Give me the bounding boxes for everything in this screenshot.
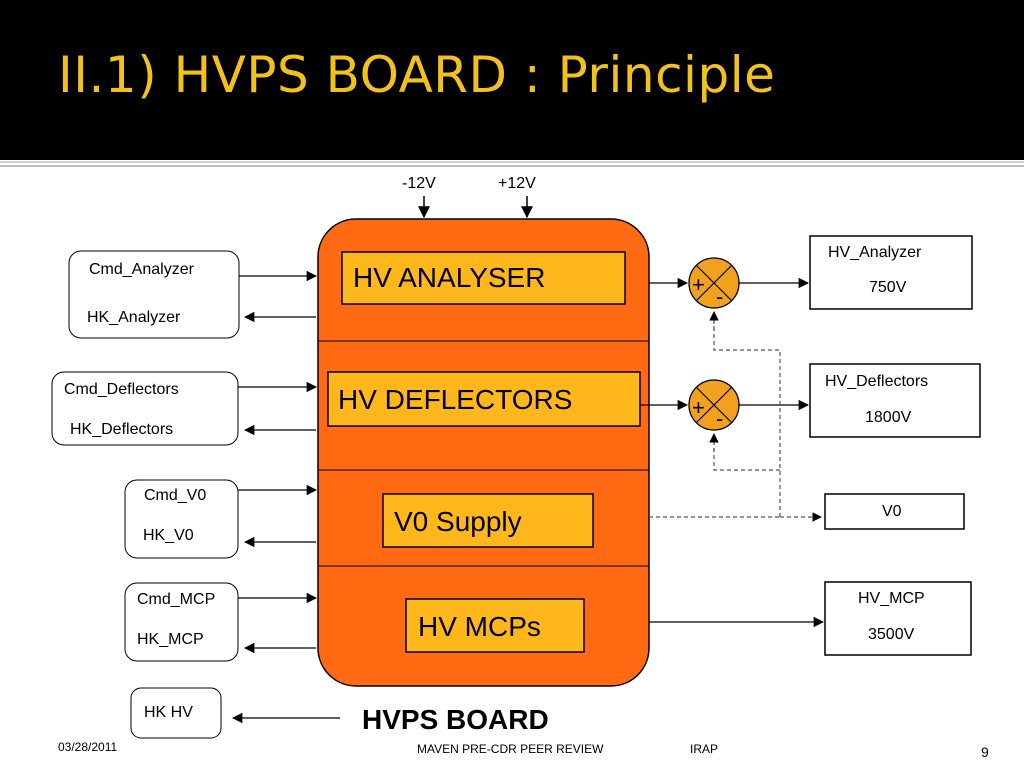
- cmd-v0-label: Cmd_V0: [144, 487, 207, 504]
- hk-mcp-label: HK_MCP: [137, 631, 204, 648]
- hv-mcps-block: [405, 598, 585, 653]
- hk-analyzer-label: HK_Analyzer: [87, 309, 181, 326]
- hk-v0-label: HK_V0: [143, 527, 194, 544]
- supply-minus-label: -12V: [402, 175, 436, 192]
- v0-supply-block: [382, 493, 594, 548]
- analyzer-summer-minus: -: [716, 284, 724, 309]
- slide-title: II.1) HVPS BOARD : Principle: [58, 46, 776, 104]
- deflectors-summer-plus: +: [692, 395, 705, 420]
- footer-review: MAVEN PRE-CDR PEER REVIEW: [417, 742, 604, 756]
- separator-line: [0, 165, 1024, 167]
- separator-line: [0, 161, 1024, 163]
- deflectors-io-box: [51, 371, 239, 446]
- hv-deflectors-output-value: 1800V: [865, 409, 912, 426]
- hv-analyser-label: HV ANALYSER: [353, 262, 546, 293]
- supply-plus-label: +12V: [498, 175, 536, 192]
- hvps-board: [317, 218, 650, 687]
- cmd-analyzer-label: Cmd_Analyzer: [89, 261, 194, 278]
- title-bar: II.1) HVPS BOARD : Principle: [0, 0, 1024, 160]
- hv-deflectors-output-name: HV_Deflectors: [825, 373, 929, 390]
- hv-mcps-label: HV MCPs: [418, 611, 541, 642]
- v0-output-box: [824, 493, 965, 530]
- hv-analyzer-output-box: [809, 235, 973, 310]
- hv-deflectors-output-box: [809, 363, 981, 438]
- deflectors-summer-minus: -: [716, 406, 724, 431]
- hvps-board-label: HVPS BOARD: [362, 704, 549, 735]
- analyzer-summer-plus: +: [692, 272, 705, 297]
- analyzer-summer: [688, 257, 740, 309]
- hk-hv-label: HK HV: [144, 704, 193, 721]
- mcp-io-box: [124, 582, 239, 662]
- v0-feedback-lines: [649, 311, 822, 522]
- v0-output-name: V0: [882, 503, 902, 520]
- v0-supply-label: V0 Supply: [394, 506, 522, 537]
- footer-org: IRAP: [690, 742, 719, 756]
- hv-deflectors-block: [327, 371, 641, 427]
- analyzer-io-box: [68, 250, 240, 339]
- page-number: 9: [981, 744, 989, 760]
- hv-deflectors-label: HV DEFLECTORS: [338, 384, 573, 415]
- hv-analyzer-output-value: 750V: [869, 279, 907, 296]
- footer-date: 03/28/2011: [58, 740, 118, 754]
- hk-hv-box: [130, 687, 222, 739]
- hv-mcp-output-value: 3500V: [868, 626, 915, 643]
- hk-deflectors-label: HK_Deflectors: [70, 421, 174, 438]
- hv-analyser-block: [341, 251, 626, 305]
- cmd-deflectors-label: Cmd_Deflectors: [64, 381, 179, 398]
- hv-analyzer-output-name: HV_Analyzer: [828, 244, 922, 261]
- hv-mcp-output-box: [824, 581, 972, 656]
- cmd-mcp-label: Cmd_MCP: [137, 591, 216, 608]
- v0-io-box: [124, 479, 239, 559]
- hv-mcp-output-name: HV_MCP: [858, 590, 925, 607]
